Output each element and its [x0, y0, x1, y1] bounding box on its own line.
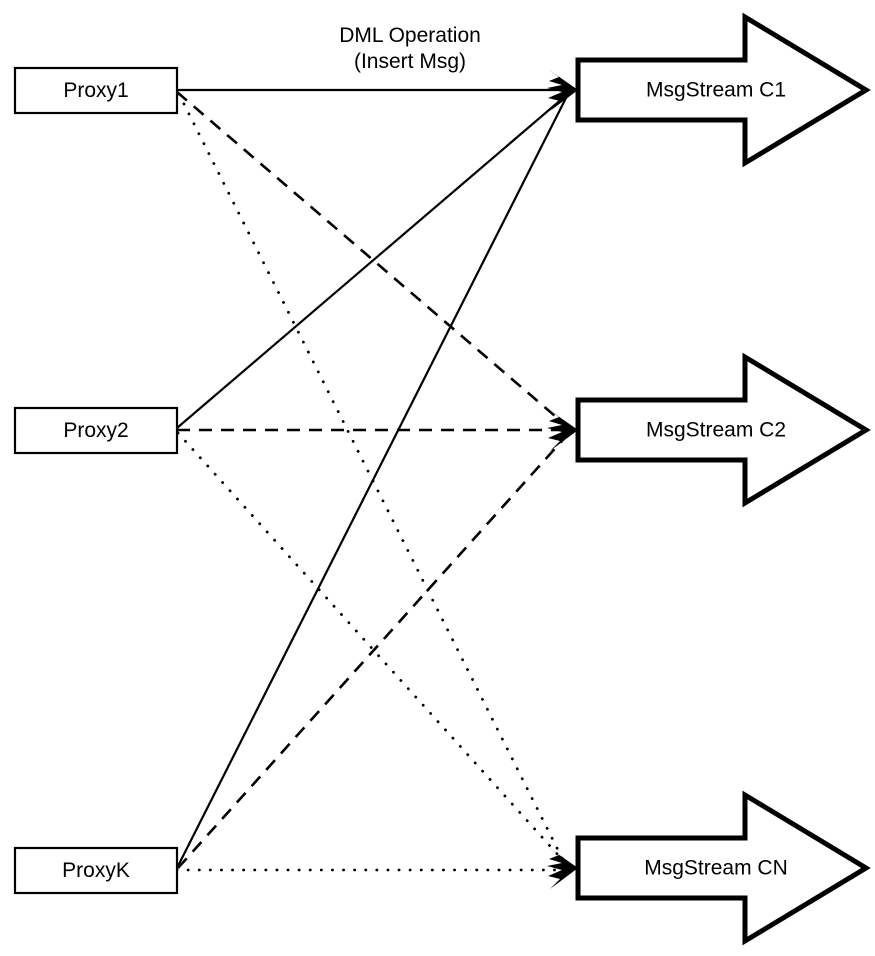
edge-proxy1-to-c2 — [176, 91, 570, 429]
proxy-node-proxy2[interactable]: Proxy2 — [13, 406, 179, 455]
msgstream-node-c1[interactable]: MsgStream C1 — [575, 12, 871, 168]
msgstream-arrow-shape — [575, 12, 871, 168]
stream-nodes-layer: MsgStream C1 MsgStream C2 MsgStream CN — [575, 12, 871, 946]
annotation-line-2: (Insert Msg) — [354, 50, 466, 73]
proxy-box-rect — [13, 406, 179, 455]
edge-proxyk-to-c1 — [177, 93, 569, 867]
proxy-label: ProxyK — [62, 859, 130, 882]
msgstream-node-cn[interactable]: MsgStream CN — [575, 790, 871, 946]
proxy-box-rect — [13, 846, 179, 895]
edge-proxyk-to-c2 — [177, 432, 570, 869]
arrowhead-head-c1 — [547, 69, 578, 111]
edges-layer — [175, 88, 573, 872]
msgstream-arrow-shape — [575, 790, 871, 946]
proxy-node-proxyk[interactable]: ProxyK — [13, 846, 179, 895]
dml-operation-annotation: DML Operation (Insert Msg) — [339, 24, 481, 73]
arrowheads-layer — [547, 69, 578, 889]
annotation-line-1: DML Operation — [339, 24, 481, 47]
arrowhead-head-cn — [547, 847, 578, 889]
msgstream-arrow-shape — [575, 352, 871, 508]
msgstream-label: MsgStream CN — [644, 857, 788, 880]
proxy-box-rect — [13, 66, 179, 115]
msgstream-label: MsgStream C1 — [646, 79, 786, 102]
proxy-label: Proxy1 — [63, 79, 128, 102]
msgstream-label: MsgStream C2 — [646, 419, 786, 442]
arrowhead-head-c2 — [547, 409, 578, 451]
proxy-node-proxy1[interactable]: Proxy1 — [13, 66, 179, 115]
edge-proxy2-to-c1 — [176, 91, 571, 429]
proxy-label: Proxy2 — [63, 419, 128, 442]
msgstream-node-c2[interactable]: MsgStream C2 — [575, 352, 871, 508]
